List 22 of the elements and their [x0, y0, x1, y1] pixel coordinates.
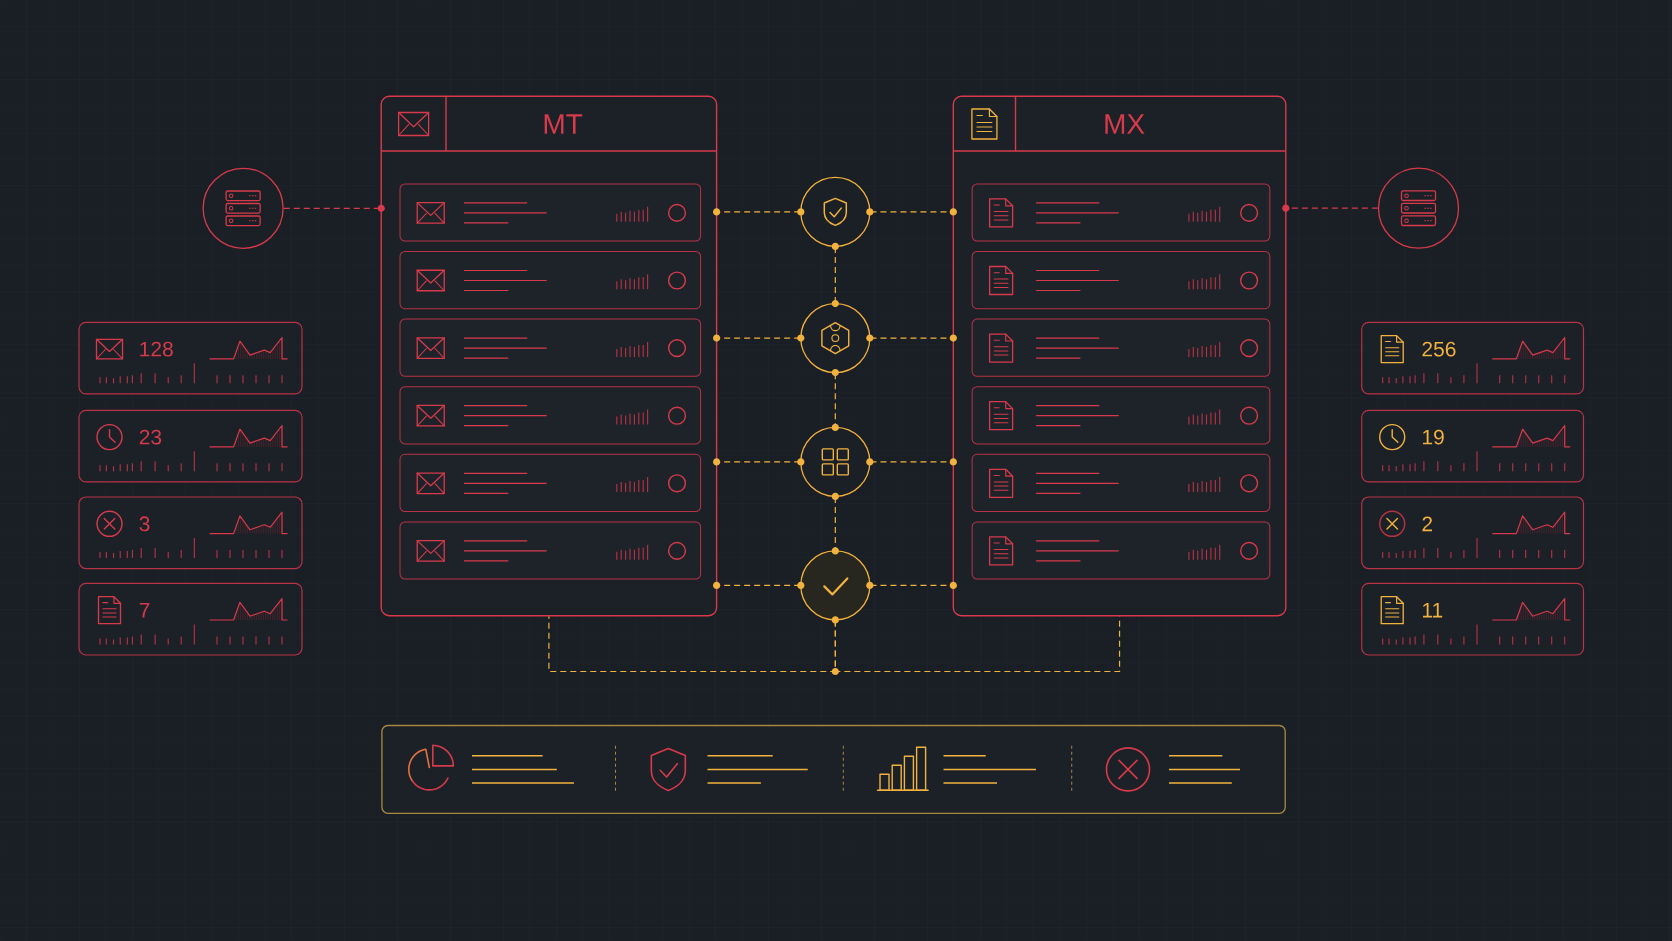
stat-card: 3: [78, 496, 303, 570]
stat-card: 256: [1361, 321, 1585, 395]
connector: [834, 615, 1121, 673]
connector: [834, 496, 836, 551]
connector: [869, 461, 954, 463]
connector: [834, 246, 836, 304]
stat-card: 2: [1361, 496, 1585, 570]
connector: [716, 584, 801, 586]
stat-card: 128: [78, 321, 303, 395]
connector: [1285, 207, 1379, 209]
connector: [869, 211, 954, 213]
connector: [716, 461, 801, 463]
stat-card: 7: [78, 582, 303, 656]
stat-card: 23: [78, 409, 303, 483]
connector: [716, 211, 801, 213]
connector: [869, 337, 954, 339]
connector: [869, 584, 954, 586]
connector: [716, 337, 801, 339]
stat-card: 19: [1361, 409, 1585, 483]
connector: [283, 207, 382, 209]
connector: [834, 372, 836, 428]
stat-card: 11: [1361, 582, 1585, 656]
